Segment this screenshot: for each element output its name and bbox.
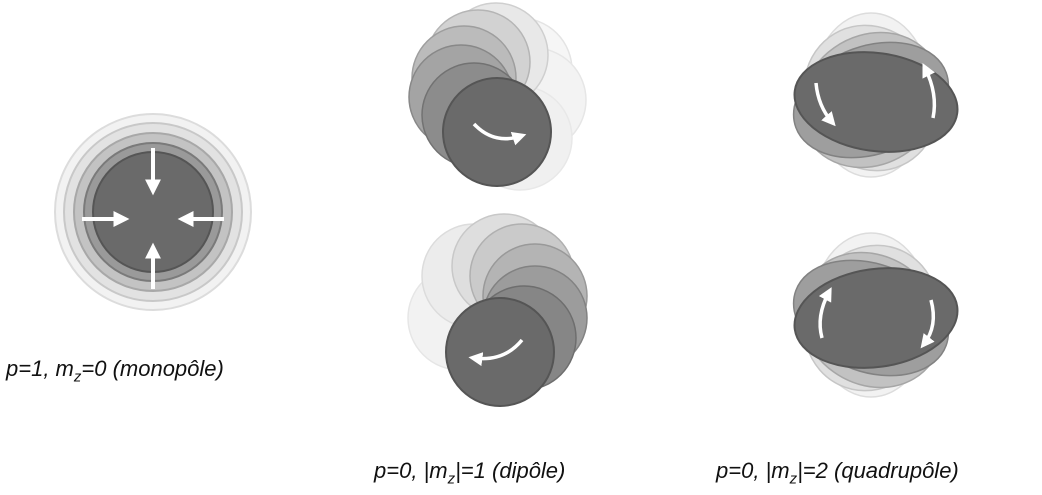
caption-subscript: z	[73, 368, 82, 386]
clockwise-arrow-left-icon	[814, 82, 836, 127]
caption-subscript: z	[447, 470, 456, 488]
caption-text: |=1 (dipôle)	[455, 458, 566, 483]
caption-text: p=1, m	[6, 356, 74, 381]
quadrupole-caption: p=0, |mz|=2 (quadrupôle)	[716, 458, 959, 487]
dipole-bottom-figure	[407, 213, 588, 407]
counter-clockwise-arrow-right-icon	[920, 299, 936, 349]
inward-arrows	[82, 148, 224, 289]
quadrupole-bottom-figure	[792, 232, 959, 398]
monopole-caption: p=1, mz=0 (monopôle)	[6, 356, 224, 385]
clockwise-arrow-right-icon	[922, 62, 937, 119]
counter-clockwise-arrow-icon	[468, 338, 524, 367]
caption-text: |=2 (quadrupôle)	[797, 458, 959, 483]
caption-text: p=0, |m	[716, 458, 790, 483]
caption-text: p=0, |m	[374, 458, 448, 483]
dipole-caption: p=0, |mz|=1 (dipôle)	[374, 458, 565, 487]
caption-subscript: z	[789, 470, 798, 488]
caption-text: =0 (monopôle)	[81, 356, 224, 381]
quadrupole-top-figure	[792, 12, 959, 178]
counter-clockwise-arrow-left-icon	[818, 287, 832, 339]
clockwise-arrow-icon	[472, 122, 527, 146]
dipole-top-figure	[408, 2, 587, 191]
monopole-figure	[54, 113, 252, 311]
